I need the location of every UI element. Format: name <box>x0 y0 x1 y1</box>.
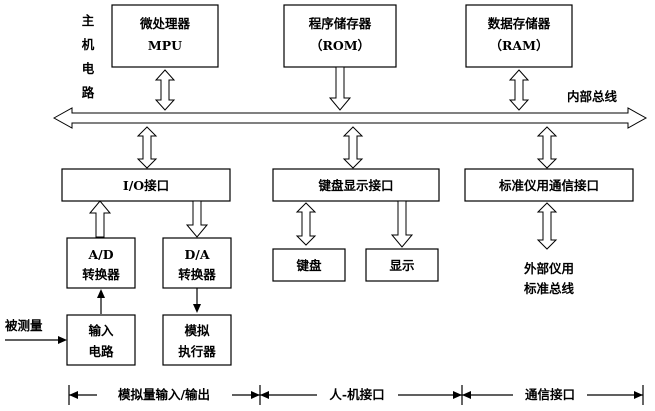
section-label-hmi: 人-机接口 <box>329 387 384 402</box>
rom-bus-arrow <box>328 66 352 111</box>
input-circuit-line2: 电路 <box>88 344 114 359</box>
keyboard-label: 键盘 <box>295 258 322 273</box>
section-label-analog-io: 模拟量输入/输出 <box>118 387 210 402</box>
rom-name: 程序储存器 <box>309 16 372 31</box>
ram-block: 数据存储器 （RAM） <box>465 4 573 68</box>
external-bus-bidir-arrow <box>536 202 558 250</box>
ram-abbr: （RAM） <box>490 38 549 53</box>
section-brackets <box>68 385 644 405</box>
rom-block: 程序储存器 （ROM） <box>283 4 397 68</box>
io-bus-bidir-arrow <box>136 126 158 169</box>
comm-interface-block: 标准仪用通信接口 <box>464 168 634 202</box>
external-bus-label-line2: 标准总线 <box>523 281 575 296</box>
keyboard-display-interface-block: 键盘显示接口 <box>272 168 440 202</box>
dac-to-actuator-arrowhead <box>193 304 201 313</box>
comm-if-bus-bidir-arrow <box>536 126 558 169</box>
display-block: 显示 <box>365 248 439 282</box>
actuator-line2: 执行器 <box>178 344 216 359</box>
host-circuit-label: 主 机 电 路 <box>82 13 95 100</box>
kbd-if-bus-bidir-arrow <box>342 126 364 169</box>
section-label-comm: 通信接口 <box>525 387 575 402</box>
comm-interface-label: 标准仪用通信接口 <box>498 178 599 193</box>
host-label-char: 主 <box>82 13 95 28</box>
mpu-bus-bidir-arrow <box>154 69 176 111</box>
keyboard-display-interface-label: 键盘显示接口 <box>317 178 393 193</box>
ram-bus-bidir-arrow <box>508 69 530 111</box>
measured-quantity-label: 被测量 <box>5 318 43 333</box>
internal-bus-arrow <box>52 107 648 129</box>
actuator-block: 模拟 执行器 <box>162 314 232 366</box>
io-interface-label: I/O接口 <box>123 178 169 193</box>
dac-block: D/A 转换器 <box>162 237 232 289</box>
measured-input-arrowhead <box>58 336 67 344</box>
mpu-name: 微处理器 <box>139 16 191 31</box>
display-label: 显示 <box>389 258 415 273</box>
adc-to-io-arrow <box>88 200 112 238</box>
dac-abbr: D/A <box>184 247 209 262</box>
rom-abbr: （ROM） <box>310 38 370 53</box>
input-circuit-line1: 输入 <box>88 323 114 338</box>
input-circuit-block: 输入 电路 <box>66 314 136 366</box>
host-label-char: 电 <box>82 61 95 76</box>
input-to-adc-arrowhead <box>97 289 105 298</box>
io-to-dac-arrow <box>185 200 209 238</box>
internal-bus-label: 内部总线 <box>567 89 618 104</box>
host-label-char: 路 <box>82 85 95 100</box>
keyboard-block: 键盘 <box>272 248 346 282</box>
adc-abbr: A/D <box>87 247 113 262</box>
adc-block: A/D 转换器 <box>66 237 136 289</box>
adc-name: 转换器 <box>82 267 120 282</box>
ram-name: 数据存储器 <box>487 16 551 31</box>
mpu-block: 微处理器 MPU <box>111 4 219 68</box>
external-bus-label-line1: 外部仪用 <box>523 261 574 276</box>
interface-to-display-arrow <box>390 200 414 248</box>
actuator-line1: 模拟 <box>184 323 210 338</box>
dac-name: 转换器 <box>178 267 216 282</box>
io-interface-block: I/O接口 <box>61 168 231 202</box>
host-label-char: 机 <box>82 37 95 52</box>
keyboard-bidir-arrow <box>295 202 317 246</box>
mpu-abbr: MPU <box>148 38 182 53</box>
